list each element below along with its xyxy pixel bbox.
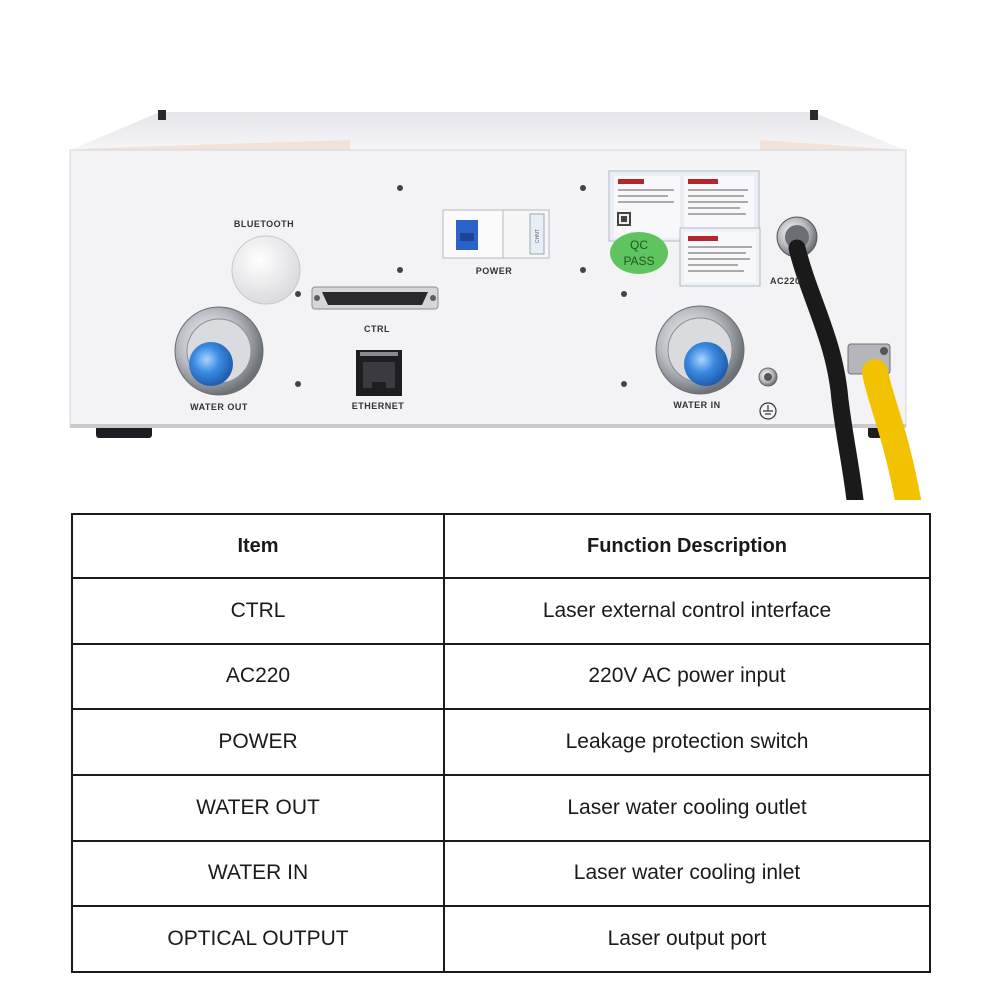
laser-device-photo: BLUETOOTH CHNT POWER CTRL ETHERNET WATER… [69,110,921,500]
ethernet-label: ETHERNET [352,401,405,411]
description-cell: Laser external control interface [443,577,931,645]
description-cell: 220V AC power input [443,642,931,711]
water-in-fitting [655,305,745,395]
description-cell: Laser water cooling inlet [443,839,931,908]
table-header-row: Item Function Description [71,513,931,579]
function-table: Item Function Description CTRL Laser ext… [71,513,931,973]
description-cell: Laser water cooling outlet [443,773,931,842]
ctrl-label: CTRL [364,324,390,334]
black-power-cable [788,239,864,500]
spec-labels [608,170,761,287]
bluetooth-knob [231,235,301,305]
item-cell: WATER OUT [71,773,445,842]
water-out-label: WATER OUT [190,402,248,412]
item-cell: POWER [71,708,445,776]
ethernet-port [356,350,402,396]
ground-terminal [758,367,778,420]
item-cell: AC220 [71,642,445,711]
ac220-label: AC220 [770,276,801,286]
qc-line1: QC [630,238,648,252]
power-label: POWER [476,266,513,276]
header-function-description: Function Description [443,513,931,579]
table-row: WATER OUT Laser water cooling outlet [71,773,931,842]
foot-left [96,426,152,438]
qc-pass-sticker [610,232,668,274]
breaker-brand: CHNT [535,229,541,243]
table-row: CTRL Laser external control interface [71,577,931,645]
bluetooth-label: BLUETOOTH [234,219,294,229]
yellow-optical-cable [862,359,921,500]
table-row: AC220 220V AC power input [71,642,931,711]
table-row: OPTICAL OUTPUT Laser output port [71,905,931,973]
water-out-fitting [174,306,264,396]
power-breaker: CHNT [442,209,550,259]
header-item: Item [71,513,445,579]
panel-screws [295,185,627,387]
water-in-label: WATER IN [673,400,720,410]
item-cell: OPTICAL OUTPUT [71,905,445,973]
description-cell: Leakage protection switch [443,708,931,776]
ctrl-connector [311,286,439,310]
item-cell: WATER IN [71,839,445,908]
item-cell: CTRL [71,577,445,645]
top-cover [70,112,905,150]
qc-line2: PASS [623,254,654,268]
description-cell: Laser output port [443,905,931,973]
table-row: POWER Leakage protection switch [71,708,931,776]
table-row: WATER IN Laser water cooling inlet [71,839,931,908]
